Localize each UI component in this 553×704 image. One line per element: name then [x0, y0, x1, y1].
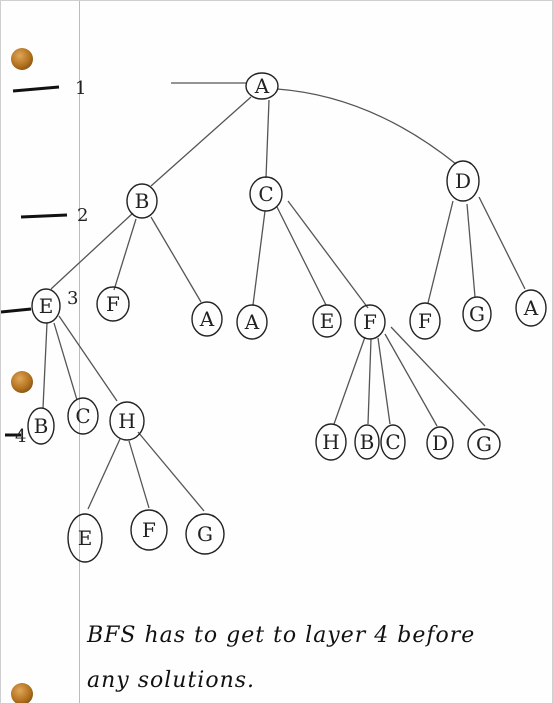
node-c: C: [249, 176, 283, 212]
edge-e-b: [42, 322, 48, 409]
node-b-e: E: [31, 288, 61, 324]
node-f-d: D: [426, 426, 454, 460]
node-e-h: H: [109, 401, 145, 441]
note-line-1: BFS has to get to layer 4 before: [86, 623, 475, 648]
layer-3-label: 3: [67, 288, 78, 309]
svg-text:A: A: [199, 307, 215, 331]
node-c-a: A: [236, 304, 268, 340]
layer-3-dash: [1, 307, 32, 314]
tree-nodes: A B C D E F A: [27, 72, 547, 563]
edge-a-c: [265, 99, 270, 179]
node-c-f: F: [354, 304, 386, 340]
svg-text:D: D: [455, 169, 471, 193]
svg-text:E: E: [39, 294, 54, 318]
svg-text:F: F: [363, 310, 377, 334]
node-f-g: G: [467, 428, 501, 460]
edge-a-b: [150, 96, 252, 187]
svg-text:B: B: [360, 430, 375, 454]
edge-h-g: [137, 431, 205, 512]
layer-1-label: 1: [75, 78, 86, 99]
edge-b-e: [50, 212, 134, 290]
svg-text:F: F: [418, 309, 432, 333]
node-f-b: B: [354, 424, 380, 460]
svg-text:A: A: [523, 296, 539, 320]
node-f-h: H: [315, 423, 347, 461]
svg-text:H: H: [322, 430, 339, 454]
svg-text:G: G: [197, 522, 213, 546]
layer-2-dash: [20, 213, 68, 219]
edge-d-a: [478, 196, 526, 290]
node-e-b: B: [27, 407, 55, 445]
svg-text:D: D: [432, 431, 448, 455]
node-root-a: A: [245, 72, 279, 100]
handwritten-note: BFS has to get to layer 4 before any sol…: [86, 623, 475, 693]
node-f-c: C: [380, 424, 406, 460]
svg-text:F: F: [106, 292, 120, 316]
svg-text:G: G: [469, 302, 485, 326]
node-h-g: G: [185, 513, 225, 555]
edge-h-f: [128, 440, 150, 509]
edge-b-f: [113, 218, 137, 291]
node-d: D: [446, 160, 480, 202]
node-h-f: F: [130, 509, 168, 551]
svg-text:G: G: [476, 432, 492, 456]
edge-c-f: [287, 200, 369, 309]
node-c-e: E: [312, 304, 342, 338]
tree-edges: [42, 82, 526, 512]
node-b-a: A: [191, 301, 223, 337]
svg-text:A: A: [254, 74, 270, 98]
layer-markers: 1 2 3 4: [1, 78, 88, 447]
edge-f-d: [384, 333, 438, 427]
node-b: B: [126, 183, 158, 219]
edge-c-a: [252, 210, 266, 306]
edge-d-f: [427, 200, 454, 304]
node-d-g: G: [462, 296, 492, 332]
svg-text:E: E: [320, 309, 335, 333]
edge-d-g: [466, 203, 476, 298]
edge-f-c: [377, 337, 391, 425]
svg-text:C: C: [258, 182, 273, 206]
edge-b-a: [150, 216, 202, 303]
svg-text:F: F: [142, 518, 156, 542]
edge-h-e: [87, 438, 121, 510]
svg-text:A: A: [244, 310, 260, 334]
node-h-e: E: [67, 513, 103, 563]
edge-e-c: [53, 322, 78, 401]
layer-2-label: 2: [77, 205, 88, 226]
node-d-f: F: [409, 302, 441, 340]
edge-f-h: [333, 336, 366, 425]
edge-c-e: [276, 206, 327, 306]
svg-text:B: B: [34, 414, 49, 438]
svg-text:C: C: [75, 404, 90, 428]
margin-line: [79, 1, 80, 703]
svg-text:E: E: [78, 526, 93, 550]
layer-1-dash: [12, 85, 60, 93]
layer-4-label: 4: [15, 426, 26, 447]
edge-e-h: [58, 315, 118, 402]
binder-hole-middle: [11, 371, 33, 393]
note-line-2: any solutions.: [87, 668, 255, 693]
binder-hole-bottom: [11, 683, 33, 703]
svg-text:H: H: [118, 409, 135, 433]
svg-text:C: C: [385, 430, 400, 454]
edge-a-d: [276, 88, 457, 165]
svg-text:B: B: [135, 189, 150, 213]
node-d-a: A: [515, 289, 547, 327]
node-b-f: F: [96, 286, 130, 322]
edge-f-g: [390, 326, 486, 427]
edge-f-b: [367, 338, 372, 425]
binder-hole-top: [11, 48, 33, 70]
node-e-c: C: [67, 397, 99, 435]
